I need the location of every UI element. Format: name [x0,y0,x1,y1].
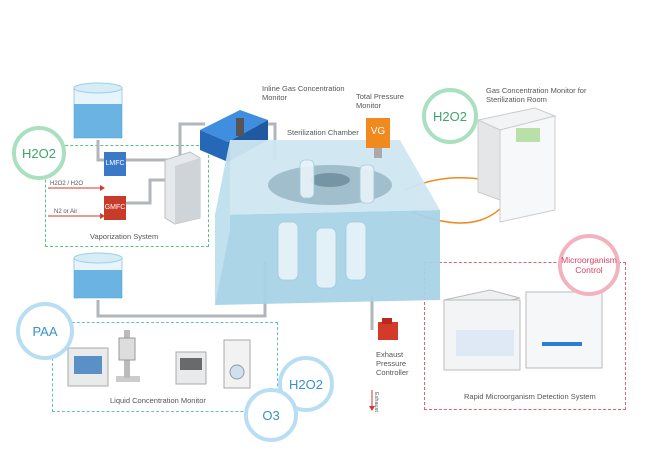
exhaust-controller [378,318,398,340]
inline-monitor-label: Inline Gas Concentration Monitor [262,84,345,102]
vg-label: VG [370,126,386,137]
lmfc-label: LMFC [105,160,125,167]
vg-gauge [366,118,390,158]
microorganism-group [424,262,626,410]
total-pressure-label: Total Pressure Monitor [356,92,404,110]
vaporization-group [45,145,209,247]
gmfc-box [104,196,126,220]
gmfc-input-label: N2 or Air [54,209,78,215]
liquid-instrument-3 [223,339,251,389]
liquid-monitor-group [52,322,278,412]
liquid-instrument-1 [67,347,109,387]
pipe-vaporizer-monitor [178,122,205,160]
badge-h2o2-room: H2O2 [422,88,478,144]
vaporizer [164,151,201,225]
micro-analyzer [443,289,521,371]
room-monitor-label: Gas Concentration Monitor for Sterilizat… [486,86,587,104]
room-monitor [476,107,557,223]
top-tank [73,82,123,139]
badge-o3: O3 [244,388,298,442]
badge-microorganism-control: Microorganism Control [558,234,620,296]
bottom-tank [73,252,123,299]
lmfc-box [104,152,126,176]
badge-paa: PAA [16,302,74,360]
lmfc-input-label: H2O2 / H2O [50,181,84,187]
liquid-probe-stand [116,330,140,382]
vaporization-system-label: Vaporization System [90,232,159,241]
liquid-instrument-2 [175,351,207,385]
sterilization-chamber [215,140,440,305]
liquid-monitor-label: Liquid Concentration Monitor [110,396,206,405]
exhaust-label: Exhaust [373,392,379,412]
microorganism-system-label: Rapid Microorganism Detection System [464,392,596,401]
exhaust-controller-label: Exhaust Pressure Controller [376,350,409,377]
chamber-label: Sterilization Chamber [287,128,359,137]
pipe-gmfc-vaporizer [126,178,168,205]
gmfc-label: GMFC [104,204,126,211]
badge-h2o2-vaporization: H2O2 [12,126,66,180]
micro-detector [525,291,603,369]
